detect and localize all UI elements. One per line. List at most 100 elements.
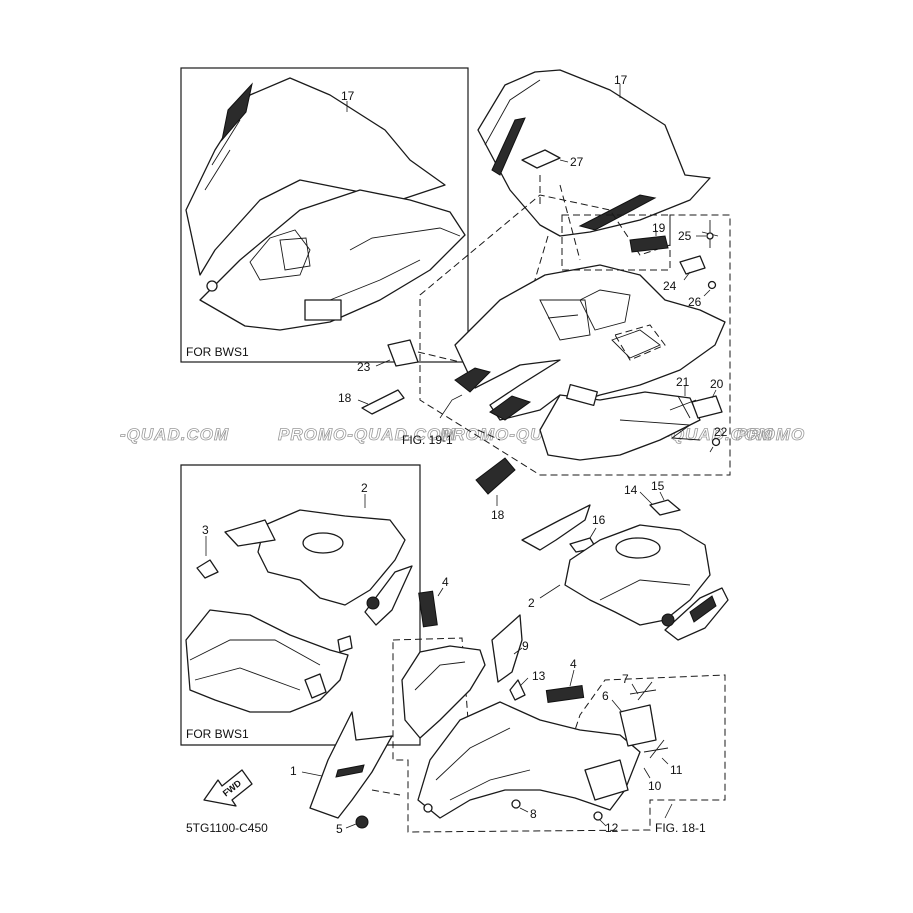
callout-11: 11: [670, 763, 683, 777]
fender-lines-inset: [329, 227, 461, 301]
inset-caption-top: FOR BWS1: [186, 345, 249, 359]
leader-24: [683, 271, 691, 281]
fender-recess: [611, 329, 661, 359]
part-13: [509, 679, 526, 701]
leader-22: [709, 446, 714, 453]
side-cover-1-stripe: [335, 764, 365, 778]
leader-5: [345, 823, 357, 829]
decal-19-dash-box: [561, 214, 671, 271]
callout-6: 6: [602, 689, 609, 703]
tank-cover-2: [564, 524, 711, 626]
leader-14-15: [639, 491, 665, 505]
side-panel-inset: [364, 565, 413, 626]
callout-20: 20: [710, 377, 724, 391]
leader-26: [703, 289, 711, 297]
leader-10: [643, 767, 651, 779]
nut-8: [511, 799, 521, 809]
leader-13: [519, 677, 529, 687]
decal-4-right: [545, 684, 585, 704]
nut-12: [593, 811, 603, 821]
leader-fig-19-1: [439, 394, 463, 419]
callout-3: 3: [202, 523, 209, 537]
inset-frame: [180, 67, 469, 363]
fuel-cap: [615, 537, 661, 559]
callout-8: 8: [530, 807, 537, 821]
part-9: [491, 614, 523, 683]
callout-27: 27: [570, 155, 584, 169]
leader-23: [375, 359, 391, 367]
inset-frame-bottom: [180, 464, 421, 746]
tool-tray: [539, 299, 591, 341]
callout-19: 19: [652, 221, 666, 235]
tool-tray-inset: [249, 229, 311, 281]
leader-fig-18-1: [664, 803, 673, 819]
tank-cover-group: 14 15 16 2: [521, 479, 729, 641]
fender-bracket-2: [489, 395, 532, 421]
bolt-inset: [206, 280, 218, 292]
plate-inset: [304, 299, 342, 321]
seat-stripe: [491, 117, 526, 176]
seat-edge-line: [484, 79, 541, 146]
clip-7: [629, 681, 657, 701]
clip-11: [643, 739, 669, 759]
callout-17-left: 17: [341, 89, 355, 103]
tank-decal-inset: [224, 519, 276, 547]
dash-18-lower: [477, 429, 501, 441]
callout-5: 5: [336, 822, 343, 836]
watermark-fragment-2: PROMO-QUAD.COM: [278, 425, 456, 444]
leader-4-right: [569, 669, 575, 687]
fender-bracket: [454, 367, 491, 393]
battery-box: [579, 289, 631, 331]
headlight-cover: [401, 645, 486, 739]
decal-tank-left: [521, 504, 591, 551]
label-3: [196, 559, 219, 579]
front-fender-inset: [185, 609, 349, 713]
callout-24: 24: [663, 279, 677, 293]
fwd-arrow-shape: [203, 769, 253, 807]
tank-cover-2-inset: [257, 509, 406, 606]
nut-26: [707, 280, 717, 290]
front-fender-group: 9 13 4 7 6 11 10 FIG. 18-1 8: [392, 614, 726, 835]
callout-7: 7: [622, 672, 629, 686]
callout-2-left: 2: [361, 481, 368, 495]
leader-11: [661, 757, 669, 765]
callout-1: 1: [290, 764, 297, 778]
grommet: [661, 613, 675, 627]
dash-23: [417, 351, 461, 363]
main-rear-group: 17 27 19 25 24 26: [338, 69, 731, 522]
leader-8: [519, 807, 529, 813]
plate-inset-front: [304, 673, 327, 699]
fwd-arrow: FWD: [203, 769, 253, 807]
front-fender-bolt: [423, 803, 433, 813]
leader-4-left: [437, 587, 444, 597]
leader-12: [599, 819, 607, 827]
leader-16: [589, 527, 597, 539]
seat-stripe-inset: [221, 82, 253, 142]
inset-top-left: 17 FOR BWS1: [180, 67, 469, 363]
tab-inset-front: [337, 635, 353, 653]
watermark-fragment-5: PROMO: [736, 425, 805, 444]
callout-25: 25: [678, 229, 692, 243]
rear-fender-dash-outline: [419, 194, 731, 476]
decal-18-upper: [361, 389, 405, 415]
callout-18-lower: 18: [491, 508, 505, 522]
decal-4-left: [418, 590, 438, 628]
tank-cover-line: [599, 579, 691, 601]
tool-tray-inner-inset: [279, 237, 311, 271]
leader-20: [711, 389, 717, 399]
leader-6: [611, 699, 623, 713]
front-fender: [417, 701, 641, 819]
leader-7: [631, 683, 639, 695]
fender-plate: [566, 383, 598, 407]
callout-18-upper: 18: [338, 391, 352, 405]
side-panel-decal: [689, 595, 717, 623]
plate-6: [619, 704, 657, 747]
callout-17-right: 17: [614, 73, 628, 87]
callout-23: 23: [357, 360, 371, 374]
leader-27: [559, 159, 569, 163]
grommet-5: [355, 815, 369, 829]
inset-caption-bottom: FOR BWS1: [186, 727, 249, 741]
seat-17-inset: [185, 77, 446, 276]
callout-10: 10: [648, 779, 662, 793]
